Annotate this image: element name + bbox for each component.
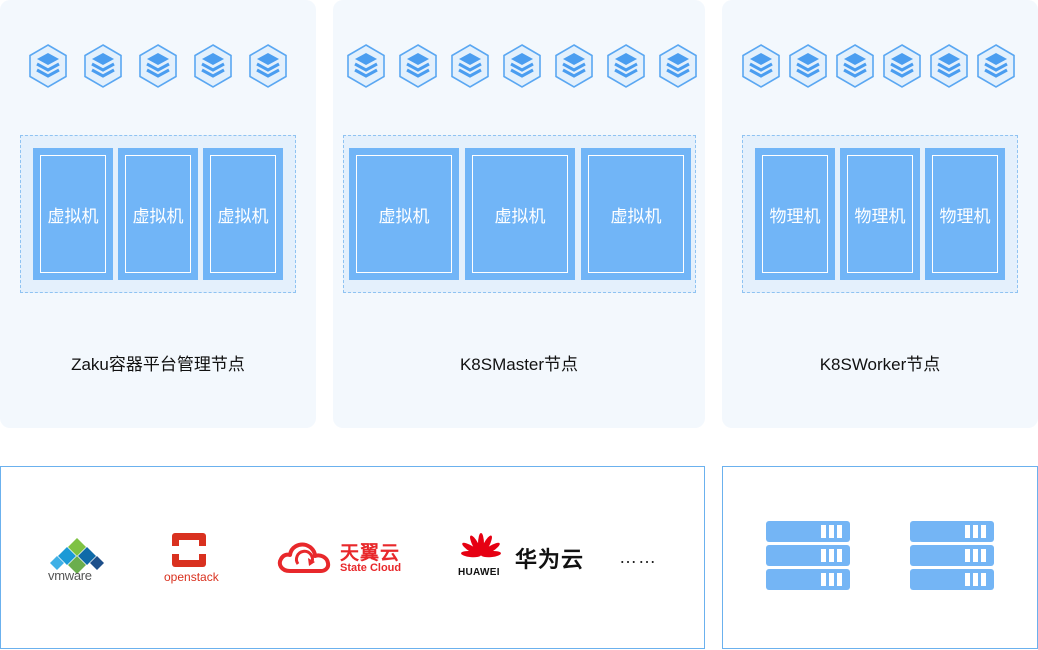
node-label: K8SWorker节点: [819, 355, 941, 374]
container-cube-icon: [882, 44, 922, 88]
huawei-cloud-name: 华为云: [515, 547, 585, 572]
container-cube-icon: [28, 44, 68, 88]
vm-box: 虚拟机: [203, 148, 283, 280]
node-panel-k8s-worker: 物理机 物理机 物理机 K8SWorker节点: [722, 0, 1038, 428]
state-cloud-logo: 天翼云 State Cloud: [276, 538, 411, 578]
physical-machine-box: 物理机: [755, 148, 835, 280]
vm-label: 虚拟机: [472, 155, 568, 273]
vmware-mark-icon: [50, 538, 104, 574]
state-cloud-mark-icon: [277, 542, 331, 573]
vm-box: 虚拟机: [581, 148, 691, 280]
vm-group: 虚拟机 虚拟机 虚拟机: [20, 135, 296, 293]
vm-label: 虚拟机: [356, 155, 452, 273]
node-label: K8SMaster节点: [459, 355, 579, 374]
huawei-cloud-logo: HUAWEI 华为云: [457, 533, 597, 581]
vm-box: 虚拟机: [465, 148, 575, 280]
server-rack-icon: [910, 521, 994, 593]
container-cube-icon: [83, 44, 123, 88]
vm-group: 虚拟机 虚拟机 虚拟机: [343, 135, 696, 293]
physical-machine-box: 物理机: [840, 148, 920, 280]
vmware-logo: vmware: [46, 536, 108, 584]
container-cube-icon: [606, 44, 646, 88]
node-panel-k8s-master: 虚拟机 虚拟机 虚拟机 K8SMaster节点: [333, 0, 705, 428]
server-rack-icon: [766, 521, 850, 593]
container-cube-icon: [138, 44, 178, 88]
huawei-mark-icon: [461, 533, 501, 558]
node-panel-management: 虚拟机 虚拟机 虚拟机 Zaku容器平台管理节点: [0, 0, 316, 428]
vm-box: 虚拟机: [33, 148, 113, 280]
openstack-mark-icon: [172, 533, 206, 567]
huawei-wordmark: HUAWEI: [458, 567, 500, 578]
container-cube-icon: [929, 44, 969, 88]
container-cube-icon: [554, 44, 594, 88]
vm-label: 虚拟机: [210, 155, 276, 273]
vm-label: 虚拟机: [40, 155, 106, 273]
machine-label: 物理机: [847, 155, 913, 273]
container-cube-icon: [976, 44, 1016, 88]
container-icon-row: [346, 44, 698, 88]
container-cube-icon: [193, 44, 233, 88]
server-unit: [766, 545, 850, 566]
container-cube-icon: [788, 44, 828, 88]
node-label: Zaku容器平台管理节点: [71, 355, 245, 374]
machine-label: 物理机: [932, 155, 998, 273]
container-cube-icon: [398, 44, 438, 88]
vm-label: 虚拟机: [588, 155, 684, 273]
container-cube-icon: [346, 44, 386, 88]
state-cloud-subtitle: State Cloud: [340, 562, 402, 574]
server-unit: [910, 545, 994, 566]
physical-machine-box: 物理机: [925, 148, 1005, 280]
container-cube-icon: [835, 44, 875, 88]
container-cube-icon: [741, 44, 781, 88]
container-icon-row: [28, 44, 288, 88]
vmware-wordmark: vmware: [48, 568, 92, 583]
server-unit: [910, 521, 994, 542]
vm-label: 虚拟机: [125, 155, 191, 273]
state-cloud-name: 天翼云: [340, 543, 401, 564]
cloud-provider-box: [0, 466, 705, 649]
vm-box: 虚拟机: [349, 148, 459, 280]
openstack-logo: openstack: [162, 530, 222, 588]
machine-group: 物理机 物理机 物理机: [742, 135, 1018, 293]
server-unit: [910, 569, 994, 590]
container-cube-icon: [658, 44, 698, 88]
vm-box: 虚拟机: [118, 148, 198, 280]
container-icon-row: [741, 44, 1016, 88]
container-cube-icon: [248, 44, 288, 88]
container-cube-icon: [502, 44, 542, 88]
openstack-wordmark: openstack: [164, 570, 219, 584]
server-unit: [766, 569, 850, 590]
server-unit: [766, 521, 850, 542]
more-providers-ellipsis: ……: [619, 547, 657, 567]
machine-label: 物理机: [762, 155, 828, 273]
container-cube-icon: [450, 44, 490, 88]
